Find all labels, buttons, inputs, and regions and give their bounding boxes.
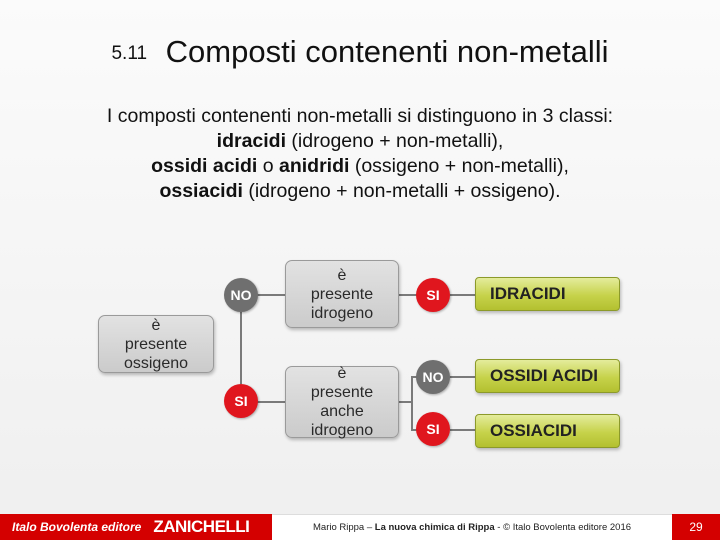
- connector-si-to-ossiacidi: [450, 429, 475, 431]
- result-idracidi: IDRACIDI: [475, 277, 620, 311]
- publisher-editor: Italo Bovolenta editore: [12, 520, 142, 534]
- footer-credit: Mario Rippa – La nuova chimica di Rippa …: [313, 522, 631, 533]
- intro-line-2: idracidi (idrogeno + non-metalli),: [20, 129, 700, 154]
- intro-line-4: ossiacidi (idrogeno + non-metalli + ossi…: [20, 179, 700, 204]
- desc-ossidi: (ossigeno + non-metalli),: [349, 155, 569, 177]
- intro-line-1: I composti contenenti non-metalli si dis…: [106, 105, 614, 127]
- connector-branch-to-si: [411, 429, 417, 431]
- term-ossidi-acidi: ossidi acidi: [151, 155, 258, 177]
- si-badge-oxygen: SI: [224, 384, 258, 418]
- connector-no-to-hydrogen: [257, 294, 285, 296]
- slide-number: 5.11: [111, 43, 148, 64]
- credit-author: Mario Rippa –: [313, 522, 375, 533]
- connector-no-to-ossidi: [450, 376, 475, 378]
- connector-root-vertical: [240, 312, 242, 384]
- slide-title: 5.11 Composti contenenti non-metalli: [0, 34, 720, 70]
- si-badge-also-hydrogen: SI: [416, 412, 450, 446]
- connector-branch-vertical: [411, 376, 413, 430]
- desc-ossiacidi: (idrogeno + non-metalli + ossigeno).: [242, 180, 561, 202]
- result-ossiacidi: OSSIACIDI: [475, 414, 620, 448]
- connector-also-hydrogen-out: [399, 401, 412, 403]
- question-oxygen-present: è presente ossigeno: [98, 315, 214, 373]
- slide-title-text: Composti contenenti non-metalli: [165, 34, 609, 69]
- credit-copyright: - © Italo Bovolenta editore 2016: [494, 522, 632, 533]
- no-badge-also-hydrogen: NO: [416, 360, 450, 394]
- intro-text: I composti contenenti non-metalli si dis…: [20, 104, 700, 204]
- result-ossidi-acidi: OSSIDI ACIDI: [475, 359, 620, 393]
- publisher-brand: ZANICHELLI: [153, 517, 250, 536]
- connector-si-to-idracidi: [450, 294, 475, 296]
- term-ossiacidi: ossiacidi: [159, 180, 243, 202]
- term-anidridi: anidridi: [278, 155, 350, 177]
- question-hydrogen-present: è presente idrogeno: [285, 260, 399, 328]
- term-idracidi: idracidi: [216, 130, 287, 152]
- intro-line-3: ossidi acidi o anidridi (ossigeno + non-…: [20, 154, 700, 179]
- question-also-hydrogen-present: è presente anche idrogeno: [285, 365, 399, 439]
- conj-o: o: [257, 155, 279, 177]
- page-number: 29: [672, 514, 720, 540]
- si-badge-hydrogen: SI: [416, 278, 450, 312]
- no-badge-oxygen: NO: [224, 278, 258, 312]
- connector-branch-to-no: [411, 376, 417, 378]
- desc-idracidi: (idrogeno + non-metalli),: [286, 130, 504, 152]
- publisher-logo: Italo Bovolenta editore ZANICHELLI: [0, 514, 272, 540]
- credit-book: La nuova chimica di Rippa: [374, 522, 495, 533]
- connector-hydrogen-to-si: [399, 294, 418, 296]
- connector-si-to-also-hydrogen: [257, 401, 285, 403]
